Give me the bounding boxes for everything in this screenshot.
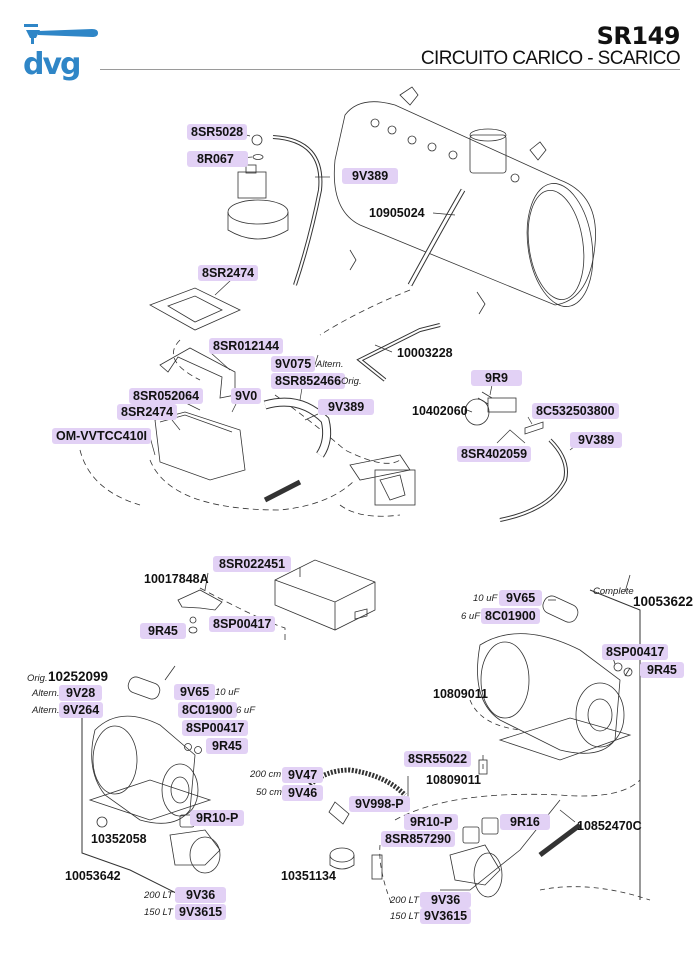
part-label-8sr857290[interactable]: 8SR857290 [381,831,456,847]
part-label-9v998-p[interactable]: 9V998-P [349,796,410,812]
boiler-tank [333,86,596,315]
part-label-9v075[interactable]: 9V075 [271,356,316,372]
pressure-gauge-group [464,391,544,435]
note-10uf-b: 10 uF [215,687,240,698]
note-200cm: 200 cm [250,769,282,780]
note-alternative: Altern. [316,359,344,370]
plate-10017848a [177,589,223,611]
part-label-9v28[interactable]: 9V28 [59,685,103,701]
pump-motor-right [477,595,632,761]
part-label-8c532503800[interactable]: 8C532503800 [532,403,619,419]
part-label-10351134[interactable]: 10351134 [281,869,336,883]
note-alternative-3: Altern. [32,705,60,716]
part-label-10402060[interactable]: 10402060 [412,404,468,418]
part-label-9v65[interactable]: 9V65 [499,590,543,606]
tube-9v389-top [272,135,323,286]
part-label-9v264[interactable]: 9V264 [59,702,104,718]
valve-assembly [349,454,416,506]
part-label-8sr2474[interactable]: 8SR2474 [198,265,259,281]
part-label-9v3615-b[interactable]: 9V3615 [420,908,472,924]
note-6uf: 6 uF [461,611,481,622]
braided-hose [308,767,407,797]
part-label-10809011[interactable]: 10809011 [433,687,488,701]
part-label-9v389[interactable]: 9V389 [342,168,399,184]
part-label-9v389-b[interactable]: 9V389 [318,399,375,415]
document-code: SR149 [596,22,681,50]
solenoid-valve [227,134,289,240]
part-label-9v46[interactable]: 9V46 [282,785,324,801]
note-alternative-2: Altern. [32,688,60,699]
part-label-8sr402059[interactable]: 8SR402059 [457,446,532,462]
part-label-om-vvtcc410i[interactable]: OM-VVTCC410I [52,428,151,444]
document-title: CIRCUITO CARICO - SCARICO [420,48,681,69]
header-divider [100,69,680,70]
part-label-9v0[interactable]: 9V0 [231,388,262,404]
part-label-8c01900[interactable]: 8C01900 [481,608,540,624]
part-label-9v65-b[interactable]: 9V65 [174,684,216,700]
electronic-box [274,559,376,631]
part-label-9v3615[interactable]: 9V3615 [175,904,227,920]
note-200lt: 200 LT [144,890,173,901]
part-label-8sp00417-b[interactable]: 8SP00417 [602,644,669,660]
part-label-8sr5028[interactable]: 8SR5028 [187,124,248,140]
part-label-10053642[interactable]: 10053642 [65,869,121,883]
part-label-10017848a[interactable]: 10017848A [144,572,209,586]
note-150lt: 150 LT [144,907,173,918]
note-150lt-b: 150 LT [390,911,419,922]
part-label-9v389-c[interactable]: 9V389 [570,432,623,448]
valve-body-right [371,817,503,898]
part-label-8sr022451[interactable]: 8SR022451 [213,556,292,572]
note-50cm: 50 cm [256,787,282,798]
dvg-logo: dvg [23,24,98,82]
part-label-9r10-p[interactable]: 9R10-P [190,810,245,826]
part-label-9r45-c[interactable]: 9R45 [206,738,248,754]
note-10uf: 10 uF [473,593,498,604]
bracket-8sr012144 [159,347,236,399]
part-label-8sp00417-c[interactable]: 8SP00417 [182,720,249,736]
part-label-10003228[interactable]: 10003228 [397,346,453,360]
part-label-9r16[interactable]: 9R16 [500,814,550,830]
part-label-9v47[interactable]: 9V47 [282,767,324,783]
note-original-2: Orig. [27,673,48,684]
part-label-9r9[interactable]: 9R9 [471,370,522,386]
part-label-8sr2474-b[interactable]: 8SR2474 [117,404,178,420]
note-original: Orig. [341,376,362,387]
part-label-8sr052064[interactable]: 8SR052064 [129,388,204,404]
gasket-8sr2474 [149,287,241,331]
note-6uf-b: 6 uF [236,705,256,716]
part-label-8sr852466[interactable]: 8SR852466 [271,373,346,389]
logo-text: dvg [23,47,80,82]
part-label-10852470c[interactable]: 10852470C [577,819,642,833]
part-label-10252099[interactable]: 10252099 [48,669,109,684]
part-label-9r45[interactable]: 9R45 [140,623,186,639]
note-200lt-b: 200 LT [390,895,419,906]
note-complete: Complete [593,586,634,597]
part-label-9v36[interactable]: 9V36 [175,887,227,903]
part-label-8sp00417[interactable]: 8SP00417 [209,616,276,632]
part-label-9v36-b[interactable]: 9V36 [420,892,472,908]
part-label-10905024[interactable]: 10905024 [369,206,425,220]
part-label-8c01900-b[interactable]: 8C01900 [178,702,237,718]
part-label-9r10-p-b[interactable]: 9R10-P [404,814,459,830]
part-label-10352058[interactable]: 10352058 [91,832,147,846]
part-label-9r45-b[interactable]: 9R45 [640,662,684,678]
part-label-8sr55022[interactable]: 8SR55022 [404,751,472,767]
part-label-10053622[interactable]: 10053622 [633,594,694,609]
part-label-8sr012144[interactable]: 8SR012144 [209,338,284,354]
reservoir-box [154,411,246,481]
part-label-8r067[interactable]: 8R067 [187,151,248,167]
part-label-10809011-b[interactable]: 10809011 [426,773,481,787]
